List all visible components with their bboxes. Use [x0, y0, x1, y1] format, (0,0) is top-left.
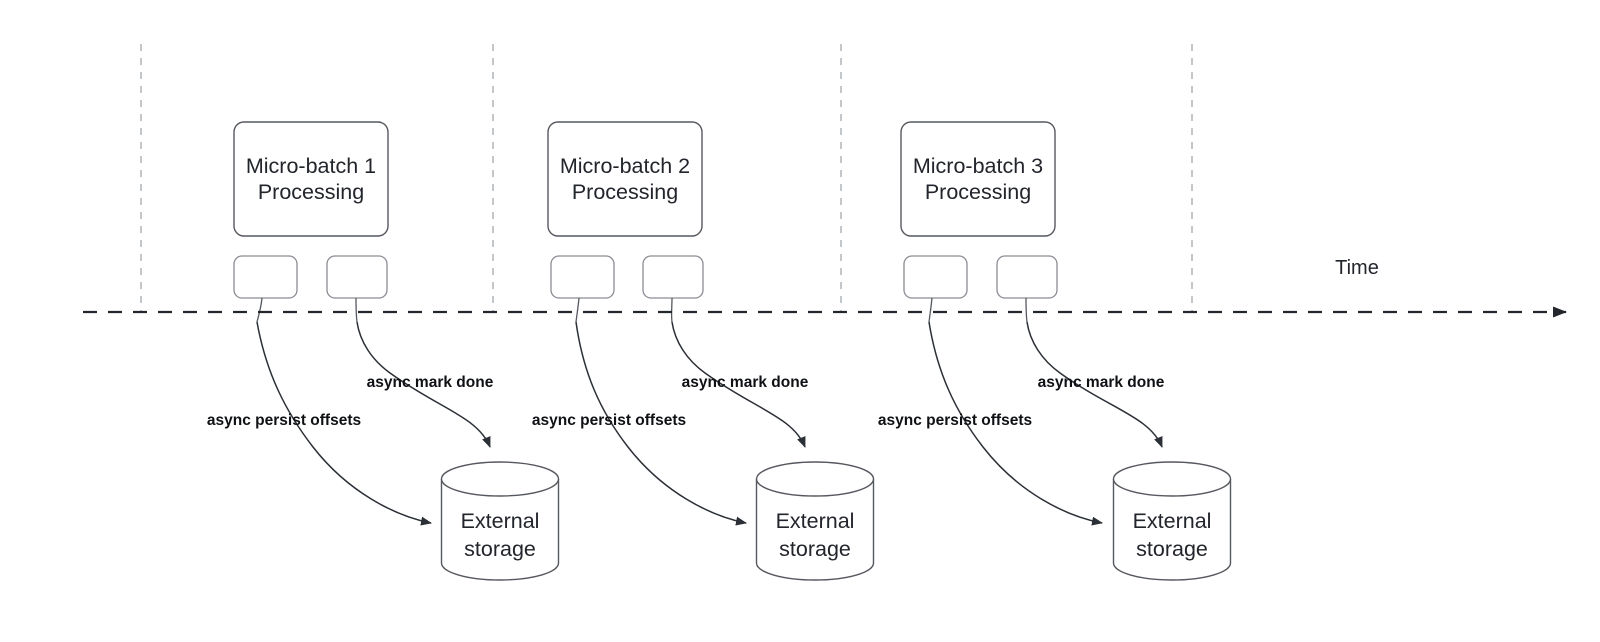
- mini-box-mark-1[interactable]: [326, 255, 388, 299]
- tick-lines: [140, 44, 1193, 312]
- mini-box-persist-2[interactable]: [550, 255, 615, 299]
- curve-persist-offsets-2: [575, 321, 747, 526]
- edge-label-persist-3: async persist offsets: [878, 412, 1032, 429]
- process-box-3[interactable]: [900, 121, 1056, 237]
- time-axis-label: Time: [1335, 257, 1379, 279]
- edge-label-mark-1: async mark done: [367, 374, 494, 391]
- mini-box-persist-1[interactable]: [233, 255, 298, 299]
- stem-mark-1: [355, 297, 358, 323]
- storage-label-2-line2: storage: [779, 537, 851, 561]
- stem-mark-3: [1025, 297, 1028, 323]
- process-box-2[interactable]: [547, 121, 703, 237]
- curve-mark-done-3: [1026, 321, 1163, 448]
- process-box-3-line2: Processing: [925, 180, 1031, 204]
- edge-label-mark-2: async mark done: [682, 374, 809, 391]
- mini-box-mark-3[interactable]: [996, 255, 1058, 299]
- stem-persist-3: [928, 297, 933, 323]
- process-box-2-line1: Micro-batch 2: [560, 154, 690, 178]
- group-2: Micro-batch 2 Processing async persist o…: [532, 121, 875, 581]
- curve-mark-done-2: [671, 321, 806, 448]
- group-3: Micro-batch 3 Processing async persist o…: [878, 121, 1232, 581]
- process-box-1[interactable]: [233, 121, 389, 237]
- stem-persist-1: [256, 297, 263, 323]
- curve-mark-done-1: [356, 321, 491, 448]
- external-storage-3[interactable]: External storage: [1112, 461, 1232, 581]
- storage-label-1-line2: storage: [464, 537, 536, 561]
- process-box-3-line1: Micro-batch 3: [913, 154, 1043, 178]
- storage-top-1: [440, 461, 560, 497]
- mini-box-persist-3[interactable]: [903, 255, 968, 299]
- process-box-2-line2: Processing: [572, 180, 678, 204]
- edge-label-persist-2: async persist offsets: [532, 412, 686, 429]
- process-box-1-line1: Micro-batch 1: [246, 154, 376, 178]
- external-storage-2[interactable]: External storage: [755, 461, 875, 581]
- stem-persist-2: [575, 297, 580, 323]
- storage-label-1-line1: External: [461, 509, 540, 533]
- mini-box-mark-2[interactable]: [642, 255, 704, 299]
- edge-label-persist-1: async persist offsets: [207, 412, 361, 429]
- storage-top-3: [1112, 461, 1232, 497]
- process-box-1-line2: Processing: [258, 180, 364, 204]
- group-1: Micro-batch 1 Processing async persist o…: [207, 121, 560, 581]
- edge-label-mark-3: async mark done: [1038, 374, 1165, 391]
- storage-body-1: [440, 479, 560, 581]
- storage-body-2: [755, 479, 875, 581]
- external-storage-1[interactable]: External storage: [440, 461, 560, 581]
- storage-body-3: [1112, 479, 1232, 581]
- curve-persist-offsets-3: [928, 321, 1103, 526]
- storage-label-2-line1: External: [776, 509, 855, 533]
- curve-persist-offsets-1: [256, 321, 432, 526]
- time-axis: Time: [83, 257, 1567, 318]
- storage-top-2: [755, 461, 875, 497]
- storage-label-3-line1: External: [1133, 509, 1212, 533]
- storage-label-3-line2: storage: [1136, 537, 1208, 561]
